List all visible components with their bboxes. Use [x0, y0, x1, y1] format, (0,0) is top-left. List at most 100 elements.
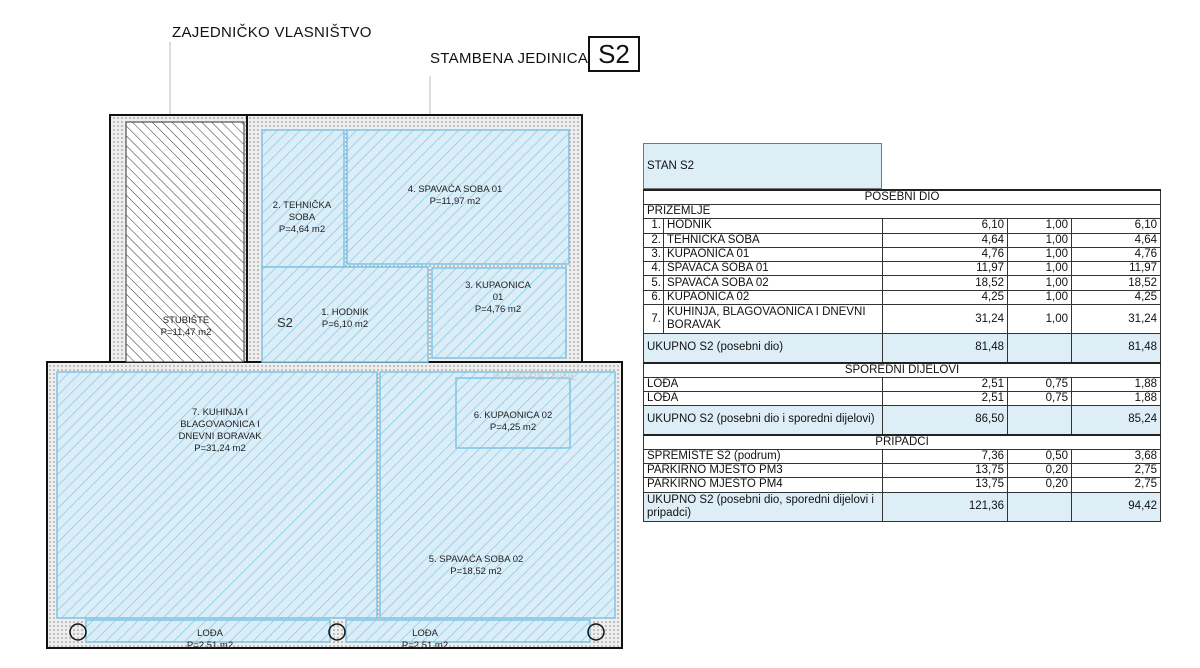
- area-value: 2,51: [882, 376, 1008, 392]
- watermark: IN NEKRETNINE: [493, 371, 578, 383]
- total-row: UKUPNO S2 (posebni dio, sporedni dijelov…: [643, 491, 1162, 522]
- common-ownership-label: ZAJEDNIČKO VLASNIŠTVO: [172, 24, 372, 41]
- total-label: UKUPNO S2 (posebni dio, sporedni dijelov…: [643, 491, 883, 522]
- coefficient-value: 1,00: [1007, 275, 1072, 291]
- room-label-text: P=18,52 m2: [450, 566, 502, 577]
- row-name: PARKIRNO MJESTO PM3: [643, 462, 883, 479]
- room-label-text: LOĐA: [197, 628, 224, 639]
- room-label-text: P=4,76 m2: [475, 304, 521, 315]
- row-name: PARKIRNO MJESTO PM4: [643, 477, 883, 493]
- room-label-text: P=6,10 m2: [322, 319, 368, 330]
- room-label-text: 01: [493, 292, 504, 303]
- row-index: 5.: [643, 275, 664, 291]
- coefficient-value: 1,00: [1007, 304, 1072, 335]
- row-name: SPAVAĆA SOBA 01: [663, 261, 883, 277]
- area-value: 7,36: [882, 448, 1008, 464]
- room-label-text: P=11,47 m2: [161, 327, 212, 338]
- room-label-text: 4. SPAVAĆA SOBA 01: [408, 184, 503, 195]
- row-name: LOĐA: [643, 390, 883, 407]
- coefficient-value: 1,00: [1007, 246, 1072, 263]
- coefficient-value: 0,20: [1007, 477, 1072, 493]
- coefficient-value: 0,50: [1007, 448, 1072, 464]
- weighted-area-value: 4,76: [1070, 246, 1162, 263]
- room-bedroom-01: [346, 129, 570, 265]
- total-weighted-area: 94,42: [1070, 491, 1162, 522]
- room-label-text: P=4,25 m2: [490, 422, 536, 433]
- room-stairs: [125, 121, 245, 363]
- empty-cell: [1007, 491, 1072, 522]
- room-label: 5. SPAVAĆA SOBA 02P=18,52 m2: [429, 554, 524, 577]
- area-value: 4,25: [882, 289, 1008, 306]
- entry-label: S2: [277, 315, 293, 330]
- weighted-area-value: 18,52: [1070, 275, 1162, 291]
- empty-cell: [1007, 333, 1072, 364]
- row-index: 3.: [643, 246, 664, 263]
- room-label-text: 7. KUHINJA I: [192, 407, 248, 418]
- weighted-area-value: 31,24: [1070, 304, 1162, 335]
- row-name: SPAVAĆA SOBA 02: [663, 275, 883, 291]
- room-kitchen-living: [56, 371, 378, 619]
- room-label-text: 5. SPAVAĆA SOBA 02: [429, 554, 524, 565]
- weighted-area-value: 1,88: [1070, 376, 1162, 392]
- room-label-text: 1. HODNIK: [321, 307, 369, 318]
- total-row: UKUPNO S2 (posebni dio i sporedni dijelo…: [643, 405, 1162, 436]
- total-area: 81,48: [882, 333, 1008, 364]
- row-index: 7.: [643, 304, 664, 335]
- weighted-area-value: 1,88: [1070, 390, 1162, 407]
- weighted-area-value: 2,75: [1070, 462, 1162, 479]
- total-area: 86,50: [882, 405, 1008, 436]
- row-name: SPREMIŠTE S2 (podrum): [643, 448, 883, 464]
- coefficient-value: 1,00: [1007, 261, 1072, 277]
- weighted-area-value: 6,10: [1070, 218, 1162, 234]
- coefficient-value: 0,75: [1007, 376, 1072, 392]
- empty-cell: [1007, 405, 1072, 436]
- room-hallway: [261, 266, 429, 363]
- row-index: 1.: [643, 218, 664, 234]
- table-title: STAN S2: [643, 143, 882, 189]
- total-weighted-area: 81,48: [1070, 333, 1162, 364]
- room-label-text: P=4,64 m2: [279, 224, 325, 235]
- coefficient-value: 0,75: [1007, 390, 1072, 407]
- room-label-text: LOĐA: [412, 628, 439, 639]
- area-value: 18,52: [882, 275, 1008, 291]
- row-name: KUPAONICA 02: [663, 289, 883, 306]
- area-value: 31,24: [882, 304, 1008, 335]
- total-label: UKUPNO S2 (posebni dio i sporedni dijelo…: [643, 405, 883, 436]
- coefficient-value: 1,00: [1007, 232, 1072, 248]
- row-index: 4.: [643, 261, 664, 277]
- room-label: 6. KUPAONICA 02P=4,25 m2: [474, 410, 553, 433]
- table-row: 7.KUHINJA, BLAGOVAONICA I DNEVNI BORAVAK…: [643, 304, 1162, 335]
- row-index: 2.: [643, 232, 664, 248]
- unit-code-badge: S2: [588, 36, 640, 72]
- coefficient-value: 1,00: [1007, 289, 1072, 306]
- section-header: POSEBNI DIO: [642, 189, 1162, 205]
- area-value: 13,75: [882, 462, 1008, 479]
- room-label-text: DNEVNI BORAVAK: [178, 431, 262, 442]
- room-label-text: 3. KUPAONICA: [465, 280, 531, 291]
- unit-label: STAMBENA JEDINICA: [430, 50, 589, 67]
- room-label-text: BLAGOVAONICA I: [180, 419, 260, 430]
- weighted-area-value: 4,25: [1070, 289, 1162, 306]
- weighted-area-value: 3,68: [1070, 448, 1162, 464]
- room-label-text: SOBA: [289, 212, 316, 223]
- room-label-text: 2. TEHNIČKA: [273, 200, 332, 211]
- room-label-text: P=2,51 m2: [402, 640, 448, 651]
- total-label: UKUPNO S2 (posebni dio): [643, 333, 883, 364]
- area-value: 13,75: [882, 477, 1008, 493]
